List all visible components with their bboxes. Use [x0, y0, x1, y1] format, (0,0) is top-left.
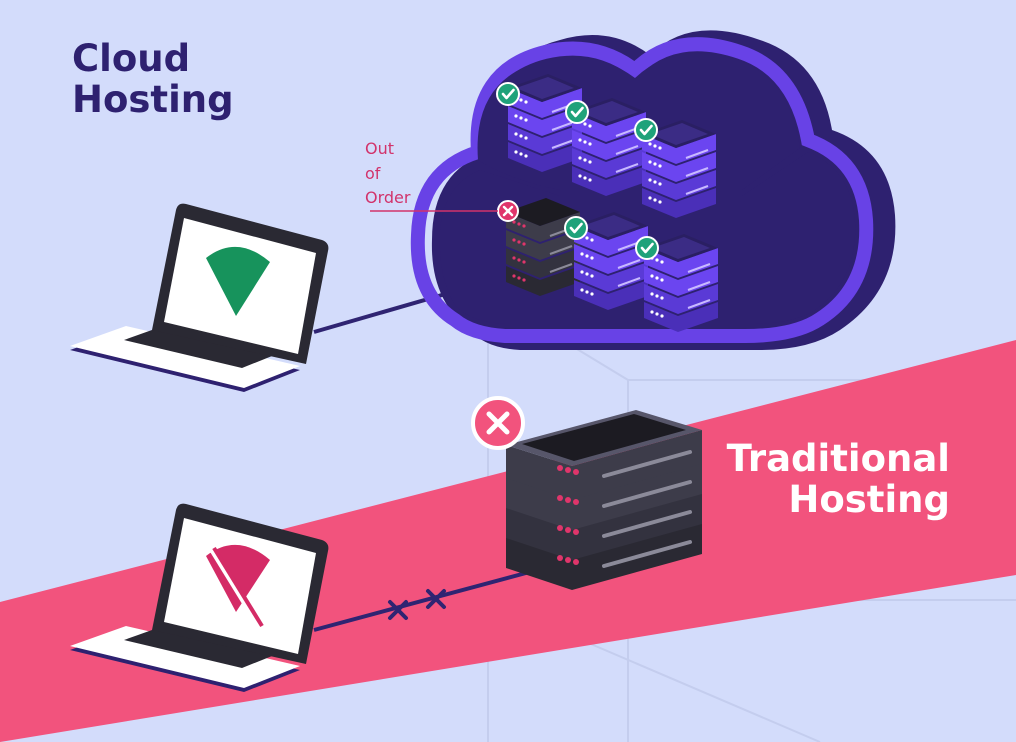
traditional-server-stack	[506, 410, 702, 590]
traditional-hosting-heading: Traditional Hosting	[727, 438, 950, 521]
laptop-cloud	[70, 203, 329, 392]
check-circle-icon	[495, 81, 521, 107]
cloud-hosting-heading: Cloud Hosting	[72, 38, 234, 121]
check-circle-icon	[634, 235, 660, 261]
x-circle-icon	[471, 396, 525, 450]
cloud-server-stack	[507, 73, 583, 173]
check-circle-icon	[564, 99, 590, 125]
check-circle-icon	[563, 215, 589, 241]
out-of-order-label: Out of Order	[365, 137, 410, 211]
broken-connection-x-mark-icon	[388, 600, 408, 620]
wifi-signal-icon	[206, 246, 270, 316]
heading-line: Traditional	[726, 437, 950, 480]
heading-line: Hosting	[72, 78, 234, 122]
broken-connection-x-mark-icon	[426, 589, 446, 609]
heading-line: Cloud	[72, 37, 191, 80]
heading-line: Hosting	[788, 478, 950, 522]
label-line: Out	[365, 139, 395, 158]
x-circle-icon	[497, 200, 519, 222]
wifi-off-icon	[206, 544, 270, 628]
check-circle-icon	[633, 117, 659, 143]
label-line: of	[365, 163, 381, 183]
label-line: Order	[365, 188, 411, 207]
